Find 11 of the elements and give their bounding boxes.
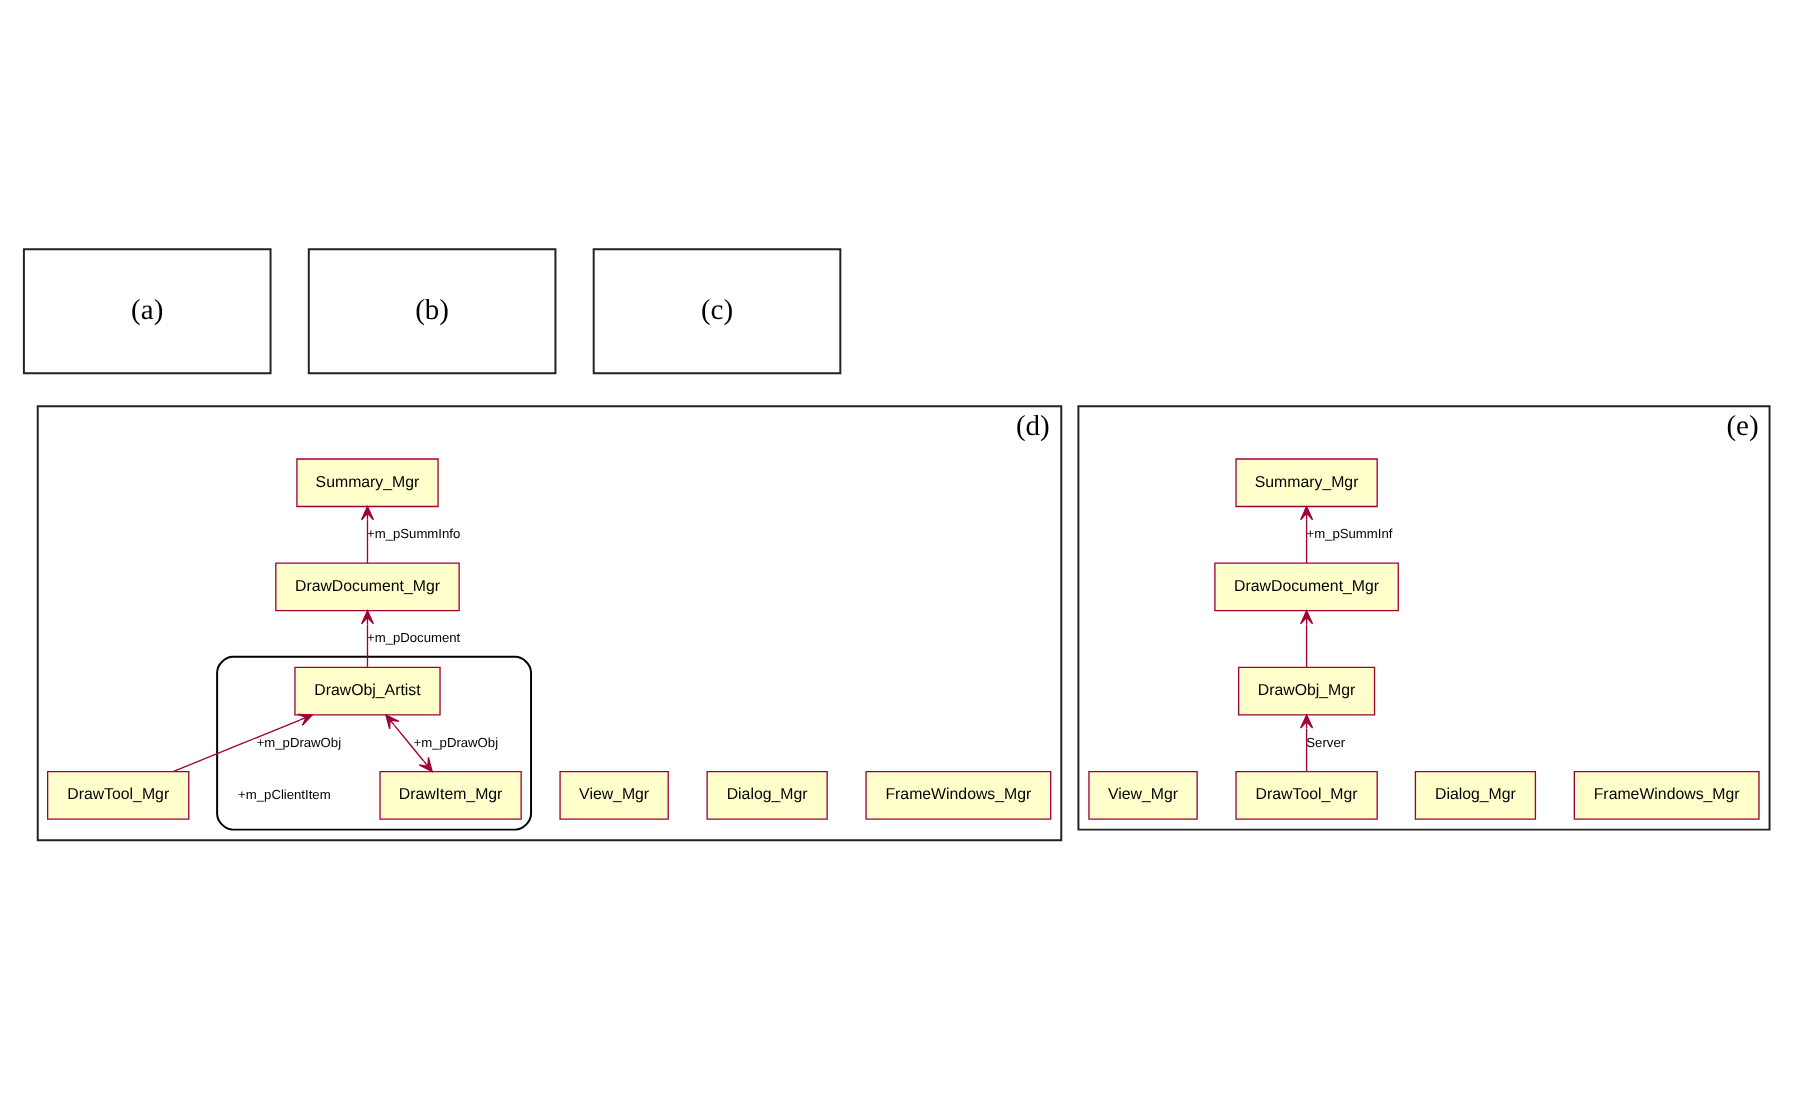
arrow <box>360 610 375 668</box>
node-box: (c) <box>592 248 842 375</box>
arrow <box>1300 610 1314 668</box>
arrow <box>385 714 433 773</box>
cluster <box>216 655 533 831</box>
arrow <box>1300 714 1314 773</box>
arrow <box>172 713 313 773</box>
arrow <box>1300 505 1314 564</box>
node-box: (b) <box>307 248 557 375</box>
node-box: (a) <box>22 248 272 375</box>
arrow <box>360 505 375 564</box>
